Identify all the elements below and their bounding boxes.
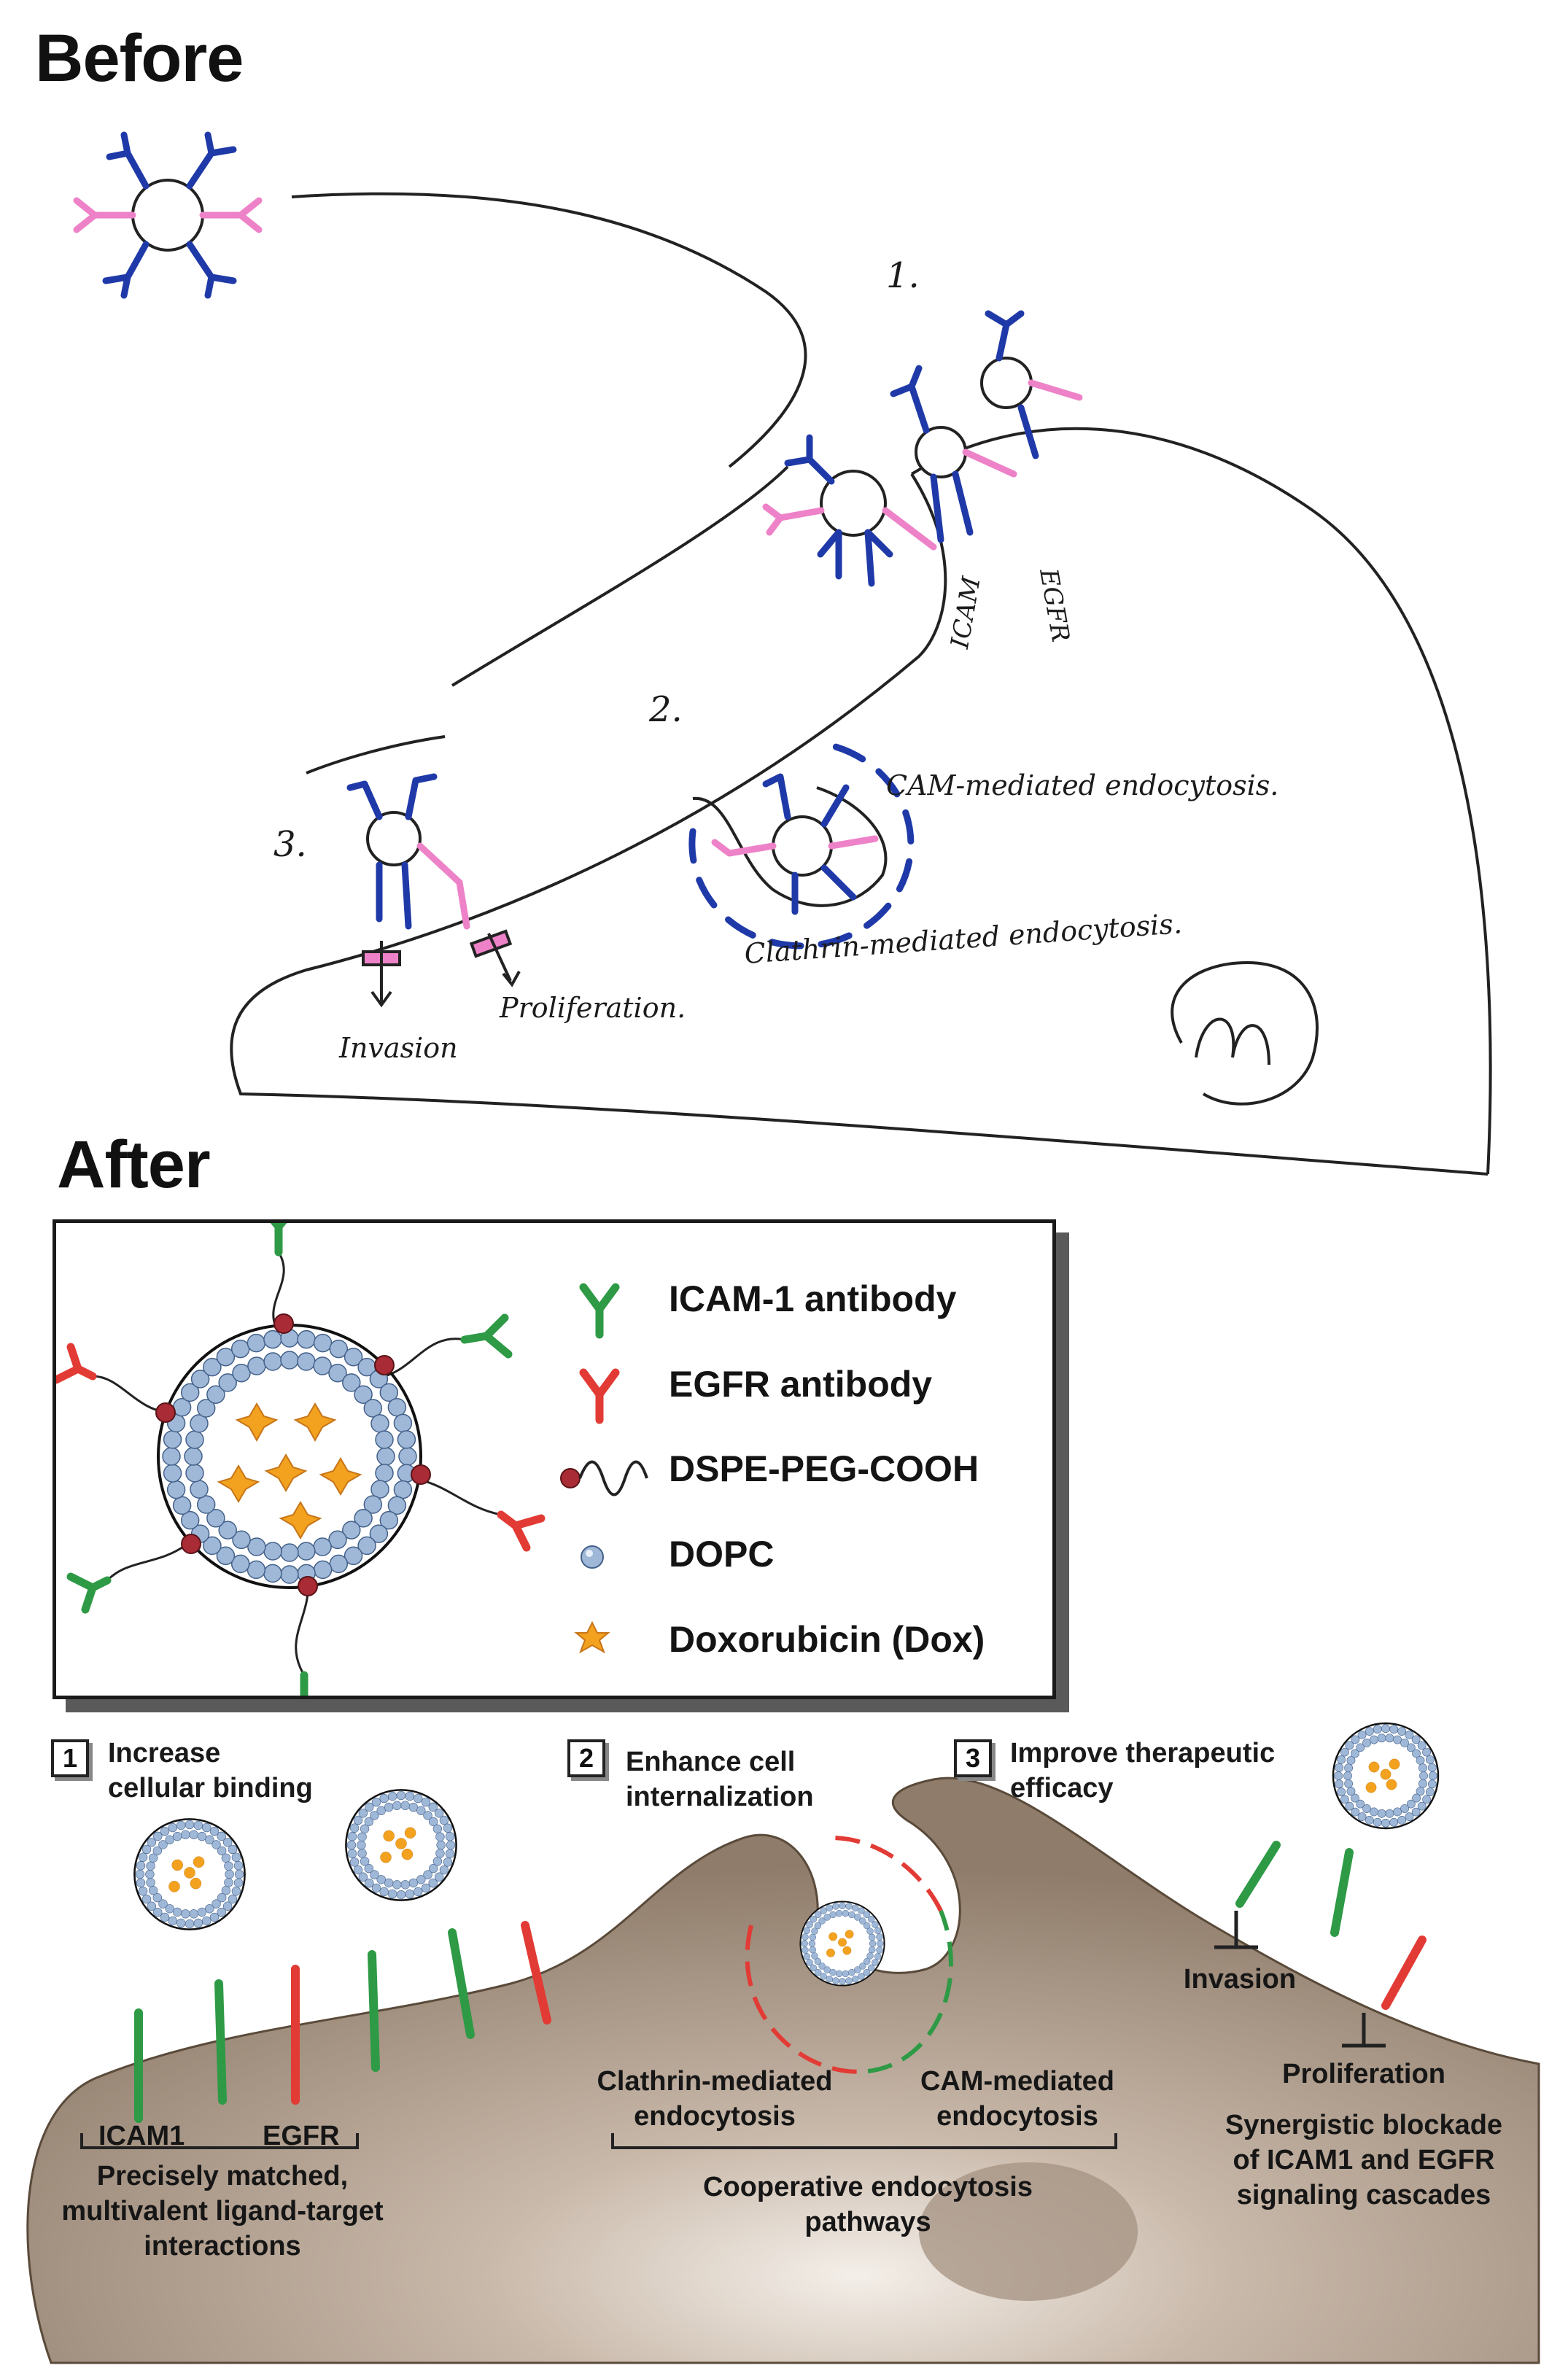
- drug-cluster: [217, 1402, 362, 1540]
- label-invasion: Invasion: [1183, 1964, 1297, 1995]
- egfr-antibody-right: [497, 1510, 546, 1552]
- label-synergistic: Synergistic blockade of ICAM1 and EGFR s…: [1224, 2110, 1503, 2210]
- small-liposome: [133, 1818, 246, 1930]
- sketch-nanoparticle-free: [73, 131, 263, 299]
- small-liposome: [799, 1901, 885, 1987]
- small-liposome: [1332, 1722, 1440, 1830]
- sketch-step-3: 3.: [273, 824, 307, 865]
- legend-label-peg: DSPE-PEG-COOH: [669, 1448, 979, 1489]
- icam-antibody-right: [460, 1313, 513, 1359]
- step-3-badge: 3: [954, 1739, 992, 1777]
- icam-antibody-left: [66, 1572, 112, 1614]
- sketch-pocket: [692, 786, 888, 907]
- legend-label-egfr: EGFR antibody: [669, 1364, 933, 1405]
- sketch-nanoparticle-signaling: [346, 773, 470, 930]
- sketch-step-1: 1.: [886, 255, 920, 296]
- sketch-step-2: 2.: [649, 689, 683, 730]
- blue-lipid-sphere-icon: [581, 1545, 604, 1569]
- sketch-label-cam: CAM-mediated endocytosis.: [886, 769, 1279, 801]
- peg-heads: [155, 1313, 431, 1596]
- step-1-badge: 1: [51, 1739, 89, 1777]
- sketch-nanoparticle-internalized: [688, 740, 915, 950]
- peg-linker-icon: [560, 1460, 648, 1496]
- legend-graphics: [56, 1223, 648, 1696]
- before-sketch: [73, 131, 1492, 1176]
- inhibition-symbols: [1214, 1911, 1386, 2048]
- sketch-label-invasion: Invasion: [339, 1032, 458, 1064]
- icam-antibody-bottom: [300, 1671, 308, 1696]
- legend-label-icam: ICAM-1 antibody: [669, 1278, 957, 1319]
- red-antibody-icon: [579, 1368, 620, 1424]
- sketch-label-proliferation: Proliferation.: [500, 992, 686, 1024]
- sketch-membrane-line-2: [306, 735, 446, 774]
- sketch-blocked-signals: [362, 929, 521, 1008]
- after-heading: After: [57, 1127, 211, 1202]
- step-1-title: Increase cellular binding: [108, 1738, 313, 1804]
- legend-label-dopc: DOPC: [669, 1534, 775, 1575]
- green-antibody-icon: [579, 1283, 620, 1339]
- sketch-nucleus: [1171, 960, 1319, 1106]
- sketch-nanoparticles-bound: [762, 310, 1083, 587]
- label-icam1: ICAM1: [98, 2121, 185, 2151]
- sketch-membrane-line: [451, 465, 789, 687]
- endocytic-pocket-coat: [745, 1836, 953, 2074]
- nucleus: [919, 2162, 1138, 2301]
- step-2-title: Enhance cell internalization: [626, 1747, 814, 1812]
- sketch-cell-outline: [230, 192, 1492, 1176]
- surface-receptors: [134, 1841, 1427, 2123]
- label-proliferation: Proliferation: [1282, 2059, 1445, 2089]
- dopc-bilayer: [162, 1329, 417, 1584]
- label-matched: Precisely matched, multivalent ligand-ta…: [61, 2161, 384, 2262]
- egfr-antibody-left: [56, 1343, 97, 1384]
- legend-panel: ICAM-1 antibody EGFR antibody DSPE-PEG-C…: [53, 1219, 1056, 1699]
- legend-label-dox: Doxorubicin (Dox): [669, 1619, 985, 1660]
- label-cooperative: Cooperative endocytosis pathways: [703, 2172, 1033, 2237]
- label-cam: CAM-mediated endocytosis: [920, 2066, 1115, 2132]
- icam-antibody-top: [270, 1223, 287, 1257]
- liposome-diagram: [56, 1223, 546, 1696]
- step-2-badge: 2: [567, 1739, 605, 1777]
- label-clathrin: Clathrin-mediated endocytosis: [597, 2066, 833, 2132]
- small-liposome: [345, 1789, 457, 1901]
- brackets: [80, 2133, 1117, 2149]
- orange-drug-star-icon: [574, 1620, 610, 1654]
- step-3-title: Improve therapeutic efficacy: [1010, 1738, 1276, 1804]
- small-liposomes: [133, 1722, 1440, 1987]
- label-egfr: EGFR: [263, 2121, 340, 2151]
- before-heading: Before: [35, 21, 244, 96]
